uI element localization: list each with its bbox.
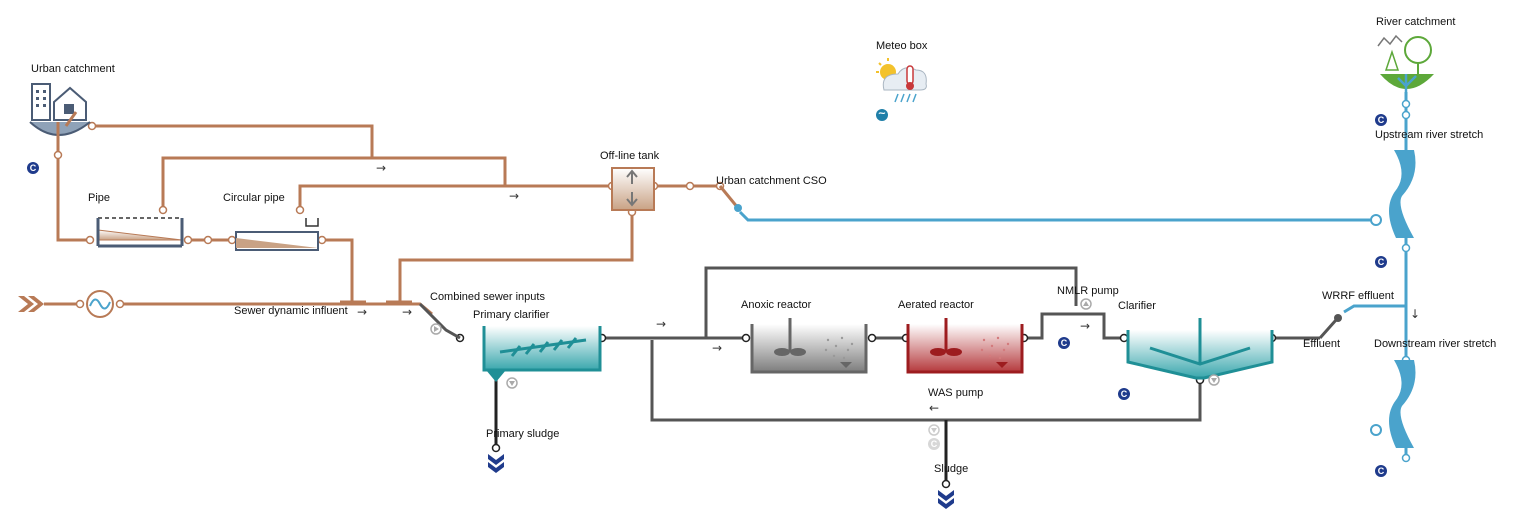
label-primary-sludge: Primary sludge bbox=[486, 428, 560, 440]
label-clarifier: Clarifier bbox=[1118, 300, 1156, 312]
was-pump-marker[interactable] bbox=[928, 424, 940, 436]
label-was-pump: WAS pump bbox=[928, 387, 984, 399]
pipe-catchment-to-top[interactable] bbox=[92, 124, 374, 158]
sludge-lines bbox=[494, 378, 948, 484]
flow-arrow-right: → bbox=[712, 341, 723, 355]
controller-badge-was[interactable]: C bbox=[928, 438, 940, 450]
label-nmlr-pump: NMLR pump bbox=[1057, 285, 1119, 297]
pipe-recycle-top[interactable] bbox=[704, 266, 1078, 338]
label-sludge: Sludge bbox=[934, 463, 969, 475]
flow-arrow-right: → bbox=[509, 189, 520, 203]
river-pipes bbox=[738, 92, 1408, 462]
upstream-river-stretch-unit[interactable] bbox=[1370, 150, 1416, 238]
sewer-influent-source[interactable] bbox=[18, 290, 114, 318]
flow-arrow-down: ↓ bbox=[1410, 307, 1421, 321]
label-upstream-river-stretch: Upstream river stretch bbox=[1375, 129, 1484, 141]
controller-badge-upstream[interactable]: C bbox=[1375, 114, 1387, 126]
pipe-catchment-down[interactable] bbox=[56, 152, 90, 242]
label-circular-pipe: Circular pipe bbox=[223, 192, 285, 204]
controller-badge-downstream[interactable]: C bbox=[1375, 465, 1387, 477]
flow-arrow-right: → bbox=[402, 305, 413, 319]
combined-sewer-weir[interactable] bbox=[418, 302, 461, 340]
pipe-wrrf-effluent[interactable] bbox=[1343, 304, 1406, 314]
circular-pipe-unit[interactable] bbox=[235, 218, 319, 251]
controller-badge-urban[interactable]: C bbox=[27, 162, 39, 174]
flow-arrow-right: → bbox=[1080, 319, 1091, 333]
pipe-cso-to-river[interactable] bbox=[738, 210, 1372, 222]
label-aerated-reactor: Aerated reactor bbox=[898, 299, 974, 311]
anoxic-reactor-unit[interactable] bbox=[750, 318, 868, 374]
label-combined-sewer-inputs: Combined sewer inputs bbox=[430, 291, 545, 303]
clarifier-unit[interactable] bbox=[1126, 318, 1274, 386]
primary-sludge-sink[interactable] bbox=[488, 454, 504, 473]
label-meteo-box: Meteo box bbox=[876, 40, 928, 52]
downstream-river-stretch-unit[interactable] bbox=[1370, 360, 1416, 448]
label-urban-catchment-cso: Urban catchment CSO bbox=[716, 175, 827, 187]
label-wrrf-effluent: WRRF effluent bbox=[1322, 290, 1394, 302]
label-sewer-dynamic-influent: Sewer dynamic influent bbox=[234, 305, 348, 317]
pipe-overflow-2[interactable] bbox=[298, 184, 612, 210]
river-catchment-icon[interactable] bbox=[1377, 34, 1434, 92]
label-offline-tank: Off-line tank bbox=[600, 150, 660, 162]
effluent-weir[interactable] bbox=[1318, 314, 1342, 339]
flow-arrow-left: ← bbox=[929, 401, 940, 415]
label-downstream-river-stretch: Downstream river stretch bbox=[1374, 338, 1497, 350]
flow-arrow-right: → bbox=[357, 305, 368, 319]
cso-weir[interactable] bbox=[718, 185, 742, 212]
pipe-circular-out[interactable] bbox=[322, 238, 354, 302]
pipe-overflow-1[interactable] bbox=[161, 156, 507, 210]
controller-badge-nmlr[interactable]: C bbox=[1058, 337, 1070, 349]
label-anoxic-reactor: Anoxic reactor bbox=[741, 299, 812, 311]
controller-badge-river-mid[interactable]: C bbox=[1375, 256, 1387, 268]
label-effluent: Effluent bbox=[1303, 338, 1341, 350]
meteo-controller-badge[interactable] bbox=[876, 109, 888, 121]
offline-tank-unit[interactable] bbox=[611, 167, 655, 211]
sewer-pipes bbox=[44, 124, 720, 316]
pipe-aerated-to-pump[interactable] bbox=[1024, 312, 1058, 340]
label-pipe: Pipe bbox=[88, 192, 111, 204]
primary-clarifier-unit[interactable] bbox=[482, 326, 602, 389]
pipe-ras[interactable] bbox=[650, 340, 1202, 422]
label-urban-catchment: Urban catchment bbox=[31, 63, 115, 75]
plant-junctions bbox=[636, 312, 1094, 422]
aerated-reactor-unit[interactable] bbox=[906, 318, 1024, 374]
controller-badge-clarifier[interactable]: C bbox=[1118, 388, 1130, 400]
sludge-sink[interactable] bbox=[938, 490, 954, 509]
meteo-badge-symbol: ~ bbox=[877, 108, 887, 119]
flow-arrow-right: → bbox=[656, 317, 667, 331]
label-primary-clarifier: Primary clarifier bbox=[473, 309, 550, 321]
nmlr-pump-marker[interactable] bbox=[1080, 298, 1092, 310]
pipe-unit[interactable] bbox=[96, 217, 184, 248]
flow-arrow-right: → bbox=[376, 161, 387, 175]
meteo-box-icon[interactable] bbox=[876, 58, 927, 103]
pipe-pump-to-clarifier[interactable] bbox=[1094, 312, 1124, 340]
pipe-tank-bypass[interactable] bbox=[398, 212, 634, 304]
sewer-junctions bbox=[340, 156, 522, 304]
urban-catchment-icon[interactable] bbox=[29, 83, 91, 152]
label-river-catchment: River catchment bbox=[1376, 16, 1456, 28]
